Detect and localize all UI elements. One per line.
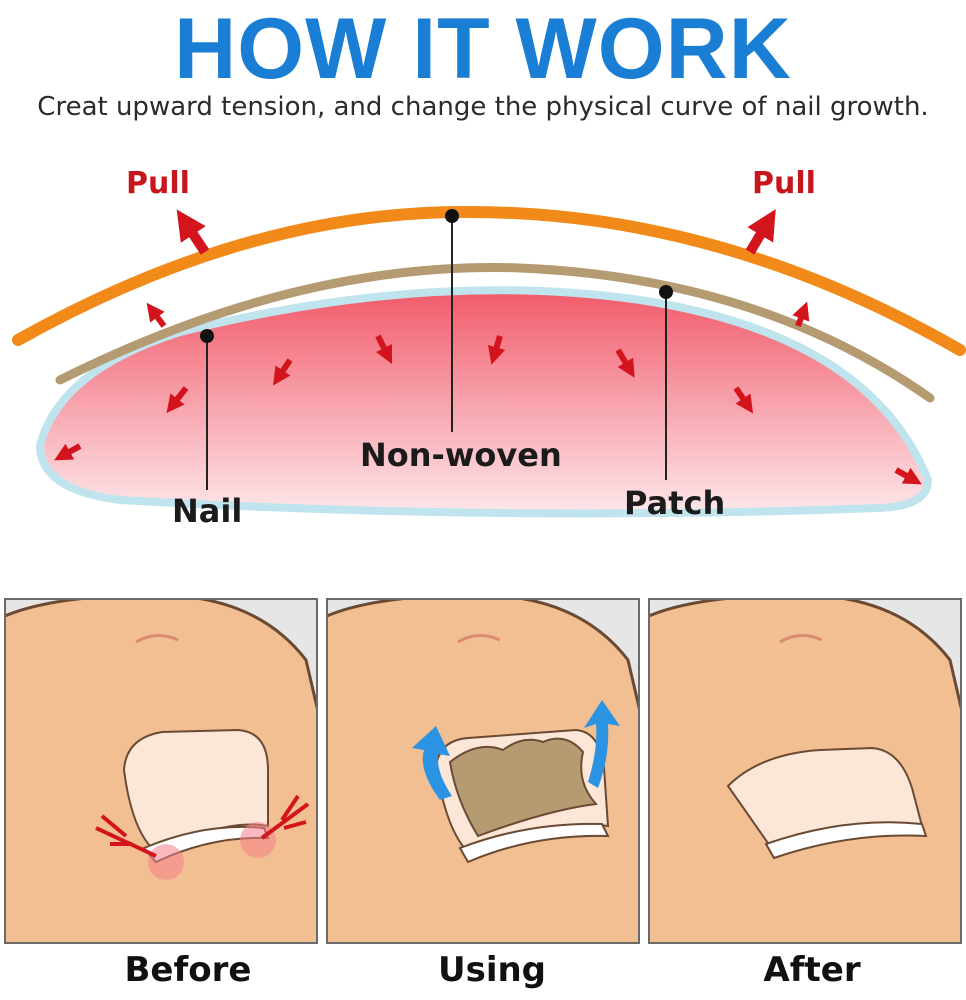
leader-patch — [659, 285, 673, 480]
leader-nail — [200, 329, 214, 490]
page-subtitle: Creat upward tension, and change the phy… — [37, 92, 929, 122]
pull-label-right: Pull — [752, 166, 816, 201]
pull-arrow-icon — [745, 209, 776, 255]
caption-using: Using — [437, 950, 547, 990]
nail-shape — [35, 286, 933, 518]
stage-panels — [4, 598, 962, 946]
pull-arrow-icon — [176, 209, 210, 255]
panel-using — [326, 598, 640, 944]
patch-layer — [12, 205, 966, 356]
patch-applied — [448, 737, 599, 838]
pain-spike-icon — [95, 814, 157, 858]
toe-after-illustration — [650, 600, 960, 942]
caption-after: After — [763, 950, 861, 990]
panel-before — [4, 598, 318, 944]
push-arrow-icon — [54, 301, 922, 485]
pain-spike-icon — [260, 794, 310, 840]
caption-before: Before — [124, 950, 252, 990]
nail-label: Nail — [172, 492, 242, 530]
nonwoven-layer — [55, 263, 935, 403]
patch-label: Patch — [624, 484, 725, 522]
nonwoven-label: Non-woven — [360, 436, 562, 474]
page-title: HOW IT WORK — [174, 1, 792, 97]
pull-label-left: Pull — [126, 166, 190, 201]
panel-after — [648, 598, 962, 944]
leader-nonwoven — [445, 209, 459, 432]
blue-lift-arrow-icon — [412, 726, 452, 800]
toe-before-illustration — [6, 600, 316, 942]
toe-using-illustration — [328, 600, 638, 942]
blue-lift-arrow-icon — [584, 700, 620, 788]
nail-cross-section-diagram: Pull Pull Non-woven Nail Patch — [12, 166, 966, 530]
